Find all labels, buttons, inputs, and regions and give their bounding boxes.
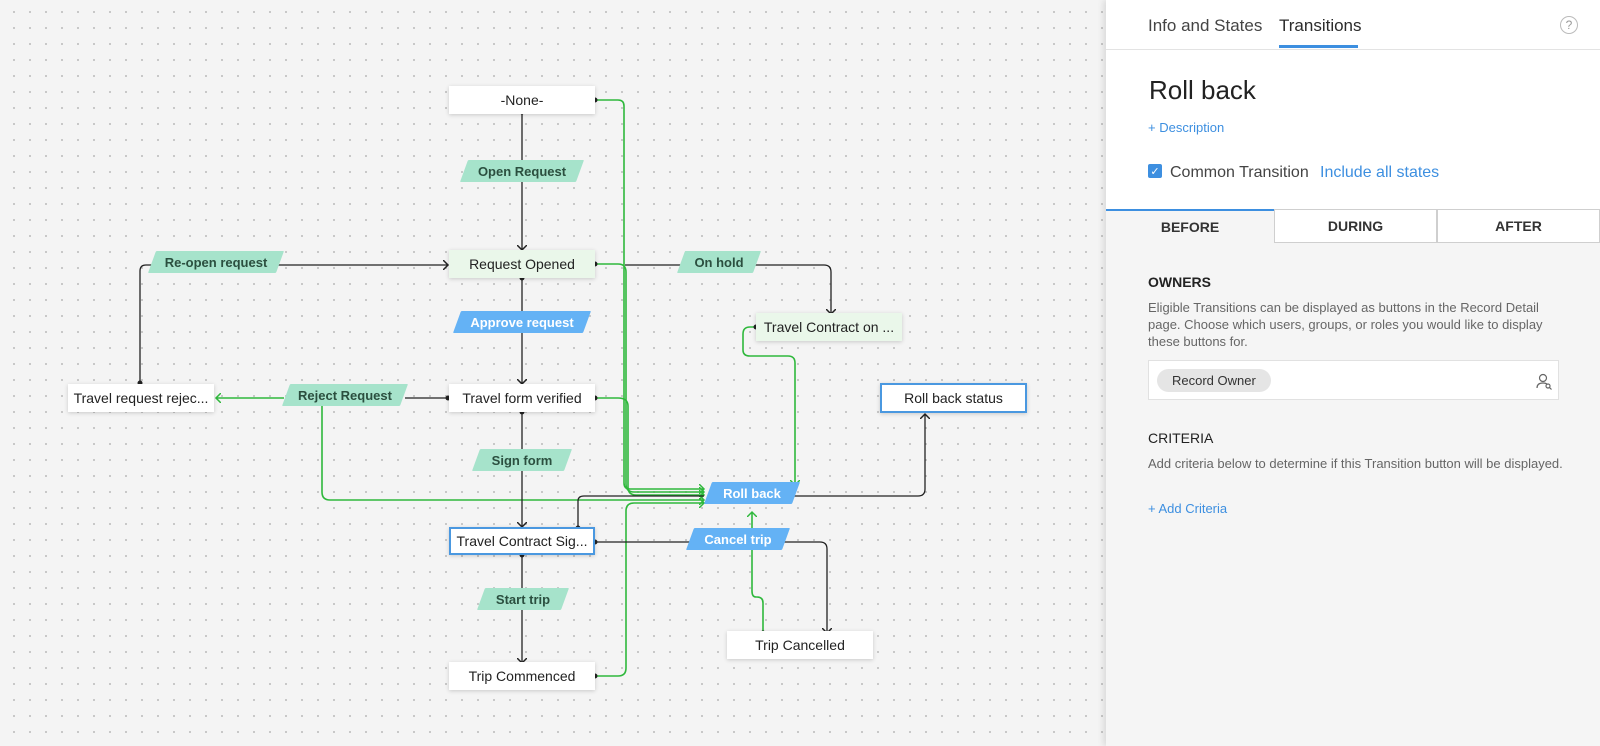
add-description-link[interactable]: + Description [1148, 120, 1225, 135]
owners-field[interactable]: Record Owner [1148, 360, 1559, 400]
transition-reject-request[interactable]: Reject Request [281, 384, 409, 406]
tab-info-and-states[interactable]: Info and States [1148, 16, 1263, 35]
state-roll-back-status[interactable]: Roll back status [880, 383, 1027, 413]
common-transition-checkbox[interactable]: ✓ [1148, 164, 1162, 178]
link-onhold [625, 264, 831, 314]
state-travel-request-rejected[interactable]: Travel request rejec... [68, 384, 214, 412]
link-signed-to-rollback [577, 495, 704, 528]
tab-during[interactable]: DURING [1274, 209, 1437, 243]
add-criteria-link[interactable]: + Add Criteria [1148, 501, 1228, 516]
include-all-states-link[interactable]: Include all states [1320, 164, 1440, 181]
transition-on-hold[interactable]: On hold [676, 251, 762, 273]
rollback-link-on-hold [742, 326, 795, 485]
link-rollback-to-status [793, 414, 925, 497]
transition-roll-back[interactable]: Roll back [703, 482, 801, 504]
tab-transitions[interactable]: Transitions [1279, 16, 1362, 35]
state-travel-contract-signed[interactable]: Travel Contract Sig... [449, 527, 595, 555]
help-icon[interactable]: ? [1560, 16, 1578, 34]
state-trip-cancelled[interactable]: Trip Cancelled [727, 631, 873, 659]
state-travel-form-verified[interactable]: Travel form verified [449, 384, 595, 412]
rollback-link-trip-cancelled [752, 512, 764, 633]
common-transition-label: Common Transition [1170, 164, 1309, 181]
owners-heading: OWNERS [1148, 274, 1211, 290]
rollback-link-rejected [321, 400, 704, 500]
rollback-link-trip-commenced [595, 503, 704, 677]
criteria-description: Add criteria below to determine if this … [1148, 456, 1563, 471]
connector-layer [137, 97, 1106, 679]
state-trip-commenced[interactable]: Trip Commenced [449, 662, 595, 690]
transition-open-request[interactable]: Open Request [459, 160, 585, 182]
owner-chip[interactable]: Record Owner [1157, 369, 1271, 392]
state-none[interactable]: -None- [449, 86, 595, 114]
state-request-opened[interactable]: Request Opened [449, 250, 595, 278]
transition-settings-panel: Info and States Transitions ? Roll back … [1106, 0, 1600, 746]
criteria-heading: CRITERIA [1148, 430, 1214, 446]
transition-header: Roll back + Description ✓ Common Transit… [1106, 50, 1600, 209]
transition-sign-form[interactable]: Sign form [471, 449, 573, 471]
blueprint-canvas[interactable]: -None- Request Opened Travel form verifi… [0, 0, 1106, 746]
transition-start-trip[interactable]: Start trip [476, 588, 570, 610]
rollback-link-none [595, 99, 704, 489]
transition-title[interactable]: Roll back [1149, 75, 1256, 105]
user-search-icon[interactable] [1535, 372, 1553, 390]
tab-after[interactable]: AFTER [1437, 209, 1600, 243]
transition-cancel-trip[interactable]: Cancel trip [685, 528, 791, 550]
link-reopen [139, 265, 448, 383]
rollback-link-request-opened [595, 263, 704, 492]
active-tab-indicator [1279, 45, 1358, 48]
transition-approve-request[interactable]: Approve request [452, 311, 592, 333]
transition-re-open-request[interactable]: Re-open request [147, 251, 285, 273]
rollback-link-form-verified [595, 397, 704, 495]
link-cancel [595, 541, 827, 633]
state-travel-contract-on-hold[interactable]: Travel Contract on ... [756, 313, 902, 341]
panel-tabs: Info and States Transitions ? [1106, 0, 1600, 50]
tab-before[interactable]: BEFORE [1106, 209, 1274, 243]
owners-description: Eligible Transitions can be displayed as… [1148, 300, 1543, 349]
